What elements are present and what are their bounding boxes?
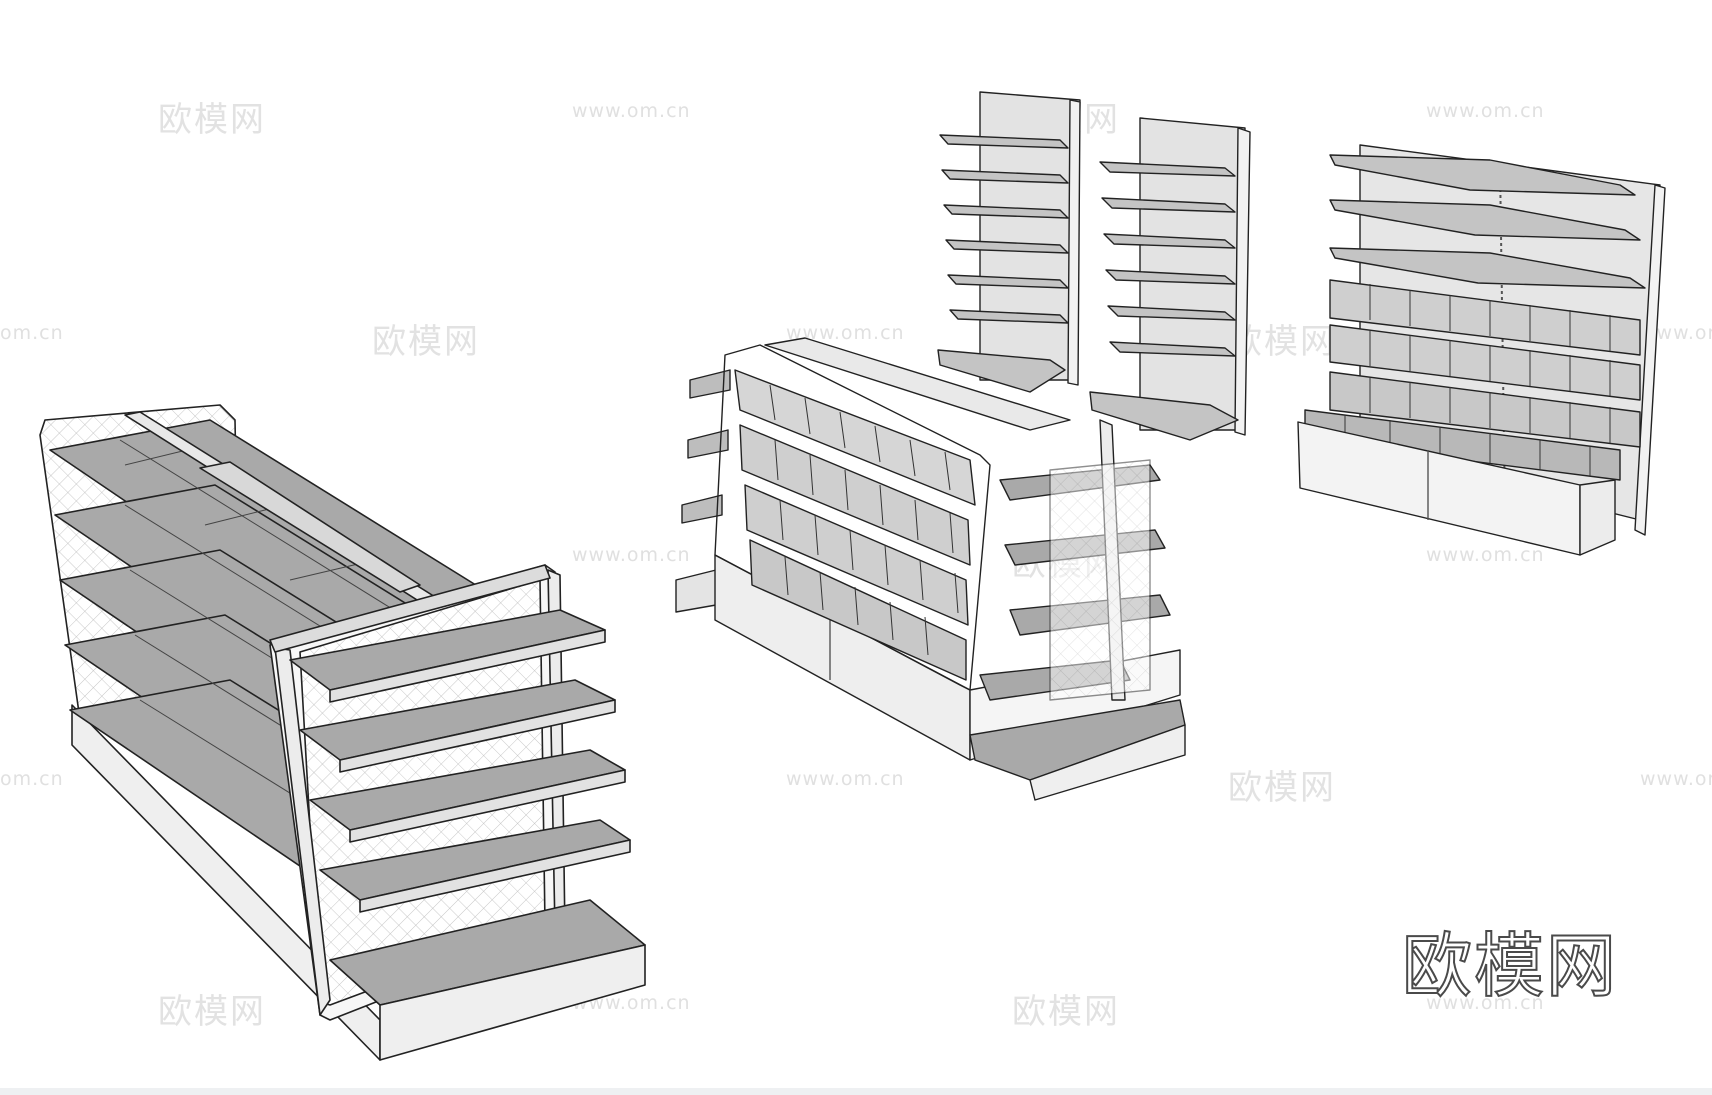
watermark-cn: 欧模网: [158, 992, 266, 1032]
watermark-url-partial: om.cn: [0, 322, 64, 344]
watermark-cn: 欧模网: [1228, 768, 1336, 808]
watermark-cn: 欧模网: [158, 100, 266, 140]
watermark-url: www.om.cn: [786, 768, 905, 790]
watermark-url: www.om.cn: [1640, 322, 1712, 344]
wall-shelf-unit-2: [1089, 117, 1251, 441]
watermark-url: www.om.cn: [572, 544, 691, 566]
watermark-url-partial: om.cn: [0, 768, 64, 790]
watermark-url: www.om.cn: [572, 100, 691, 122]
bottom-border-strip: [0, 1088, 1712, 1095]
bulk-bin-wall-rack: [1297, 144, 1666, 556]
wall-shelf-unit-1: [937, 91, 1081, 393]
watermark-cn: 欧模网: [1012, 992, 1120, 1032]
watermark-url: www.om.cn: [1640, 768, 1712, 790]
watermark-url: www.om.cn: [786, 322, 905, 344]
bulk-food-island-rack: [675, 337, 1186, 801]
double-sided-gondola-shelf: [39, 404, 646, 1061]
watermark-cn: 欧模网: [372, 322, 480, 362]
watermark-url: www.om.cn: [1426, 544, 1545, 566]
brand-logo: 欧模网: [1401, 924, 1618, 1008]
watermark-url: www.om.cn: [1426, 100, 1545, 122]
watermark-url: www.om.cn: [1426, 992, 1545, 1014]
